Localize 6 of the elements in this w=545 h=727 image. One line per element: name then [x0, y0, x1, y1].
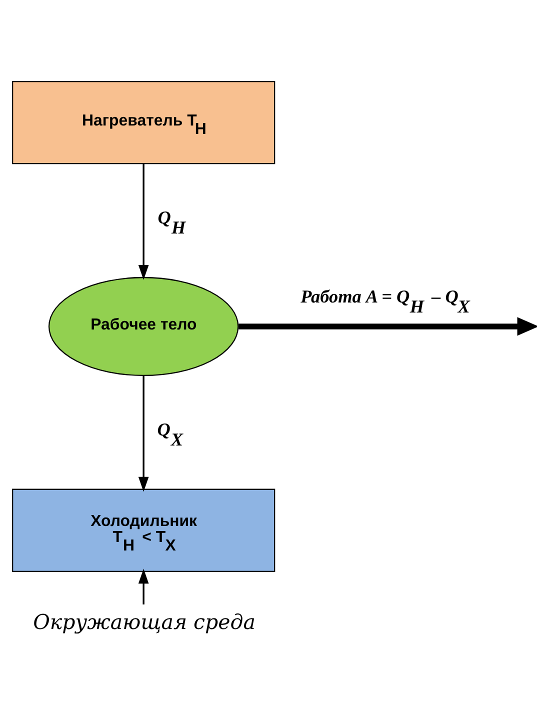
arrow: [138, 568, 149, 604]
arrow: [238, 317, 537, 336]
node-ellipse: Рабочее тело: [48, 276, 239, 376]
arrow: [138, 376, 149, 492]
arrow: [138, 164, 149, 280]
node-text: Окружающая среда: [33, 610, 256, 634]
